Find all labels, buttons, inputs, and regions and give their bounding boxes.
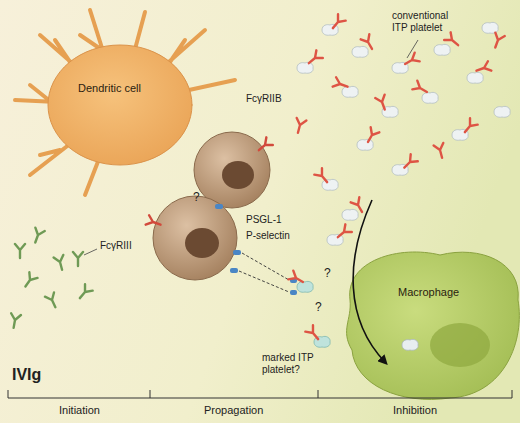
green-antibodies-part (54, 255, 67, 271)
selectin-receptors-part (290, 290, 297, 295)
cell-label: Dendritic cell (78, 82, 141, 95)
green-antibodies-part (15, 244, 25, 258)
red-antibodies-part (475, 61, 492, 75)
green-antibodies-part (21, 272, 37, 289)
selectin-receptors (215, 204, 297, 295)
red-antibodies-part (288, 271, 305, 287)
red-antibodies (288, 14, 504, 342)
receptor-label: PSGL-1 (246, 214, 282, 226)
b-cells-part (185, 228, 219, 258)
red-antibodies-part (305, 325, 322, 342)
marked-platelets (297, 281, 330, 347)
phase-label: Initiation (59, 404, 100, 417)
binding-dashes-part (239, 271, 289, 292)
node-text: Dendritic cell (78, 82, 141, 95)
leader-line (84, 249, 97, 255)
red-antibodies-part (364, 127, 380, 144)
platelets-part (434, 44, 450, 55)
platelets-part (297, 62, 313, 73)
platelets-part (322, 179, 338, 190)
macrophage-part (347, 252, 520, 399)
callout-label: conventional ITP platelet (392, 10, 464, 34)
red-antibodies-part (375, 95, 389, 112)
question-mark: ? (315, 300, 322, 314)
phase-label: Inhibition (393, 404, 437, 417)
green-antibodies-part (9, 313, 21, 329)
b-cells-part (153, 196, 237, 280)
b-cells (153, 132, 270, 280)
selectin-receptors-part (230, 268, 238, 273)
red-antibodies-part (491, 33, 505, 50)
green-antibodies (9, 228, 93, 329)
leader-line-part (407, 40, 418, 58)
red-antibodies-part (412, 81, 429, 97)
question-mark: ? (324, 266, 331, 280)
marked-platelets-part (297, 281, 313, 292)
b-cells-part (194, 132, 270, 208)
title-label: IVIg (12, 366, 41, 384)
binding-dashes-part (242, 253, 289, 280)
cell-label: Macrophage (398, 286, 459, 299)
macrophage-part (402, 339, 418, 350)
platelets-part (342, 209, 358, 220)
fc-receptors-part (256, 137, 273, 154)
red-antibodies-part (293, 118, 306, 134)
receptor-label: P-selectin (246, 230, 290, 242)
red-antibodies-part (333, 77, 350, 91)
red-antibodies-part (461, 118, 478, 135)
platelets-part (357, 139, 373, 150)
red-antibodies-part (361, 34, 377, 51)
flow-arrow-part (353, 200, 385, 362)
leader-line (407, 40, 418, 58)
platelets-part (422, 92, 438, 103)
fc-receptors-part (146, 215, 163, 229)
red-antibodies-part (401, 154, 418, 171)
green-antibodies-part (73, 252, 83, 266)
platelets-part (342, 86, 358, 97)
red-antibodies-part (403, 53, 420, 69)
green-antibodies-part (45, 292, 60, 309)
node-text: Macrophage (398, 286, 459, 299)
red-antibodies-part (351, 197, 367, 214)
b-cells-part (222, 161, 254, 189)
selectin-receptors-part (233, 250, 241, 255)
callout-label: marked ITP platelet? (262, 352, 334, 376)
phase-bracket-part (8, 390, 512, 398)
red-antibodies-part (335, 224, 352, 241)
green-antibodies-part (31, 228, 45, 245)
phase-bracket (8, 390, 512, 398)
selectin-receptors-part (215, 204, 223, 209)
flow-arrow (353, 200, 385, 362)
red-antibodies-part (329, 14, 346, 31)
red-antibodies-part (314, 168, 331, 185)
green-antibodies-part (76, 284, 93, 301)
red-antibodies-part (444, 32, 461, 49)
leader-line-part (84, 249, 97, 255)
receptor-label: FcγRIIB (246, 93, 282, 105)
platelets-part (352, 46, 368, 57)
dendritic-cell-part (48, 45, 192, 165)
question-mark: ? (193, 190, 200, 204)
red-antibodies-part (306, 50, 323, 67)
binding-dashes (239, 253, 289, 292)
platelets-part (467, 72, 483, 83)
red-antibodies-part (434, 143, 447, 159)
macrophage (347, 252, 520, 399)
platelets-part (494, 106, 510, 117)
platelets (297, 22, 510, 245)
macrophage-part (430, 323, 490, 367)
phase-label: Propagation (204, 404, 263, 417)
receptor-label: FcγRIII (100, 240, 132, 252)
